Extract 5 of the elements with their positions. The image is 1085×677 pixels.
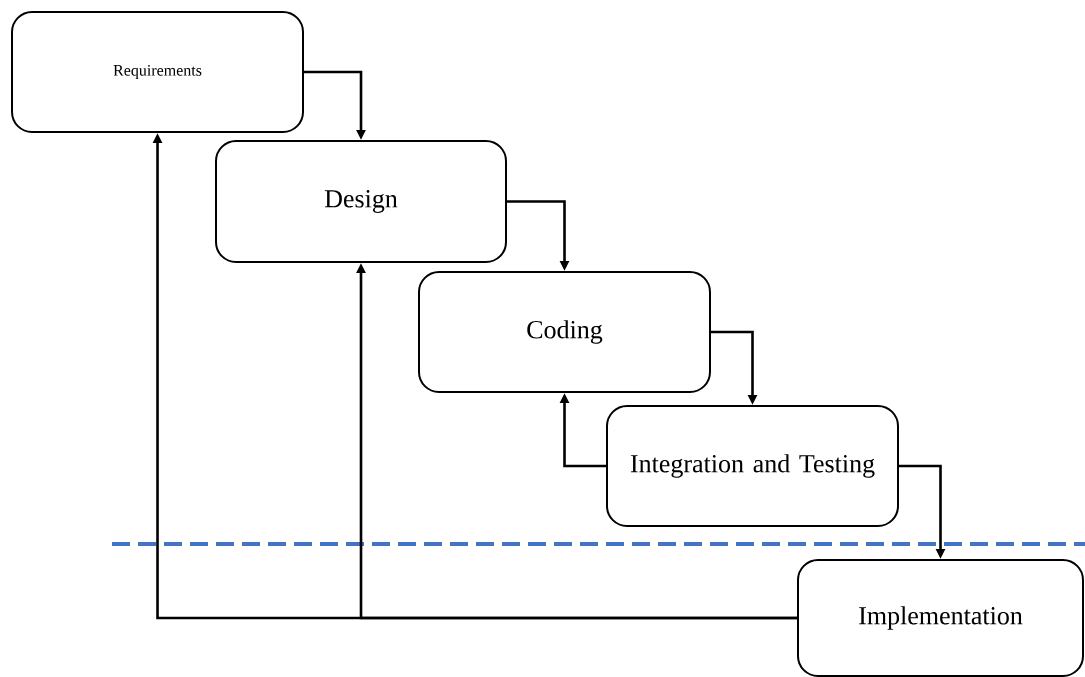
- process-box: Design: [215, 140, 507, 263]
- process-box: Coding: [418, 271, 711, 393]
- process-box: Requirements: [11, 11, 304, 133]
- process-box: Implementation: [797, 559, 1084, 677]
- process-box: Integration and Testing: [606, 405, 899, 527]
